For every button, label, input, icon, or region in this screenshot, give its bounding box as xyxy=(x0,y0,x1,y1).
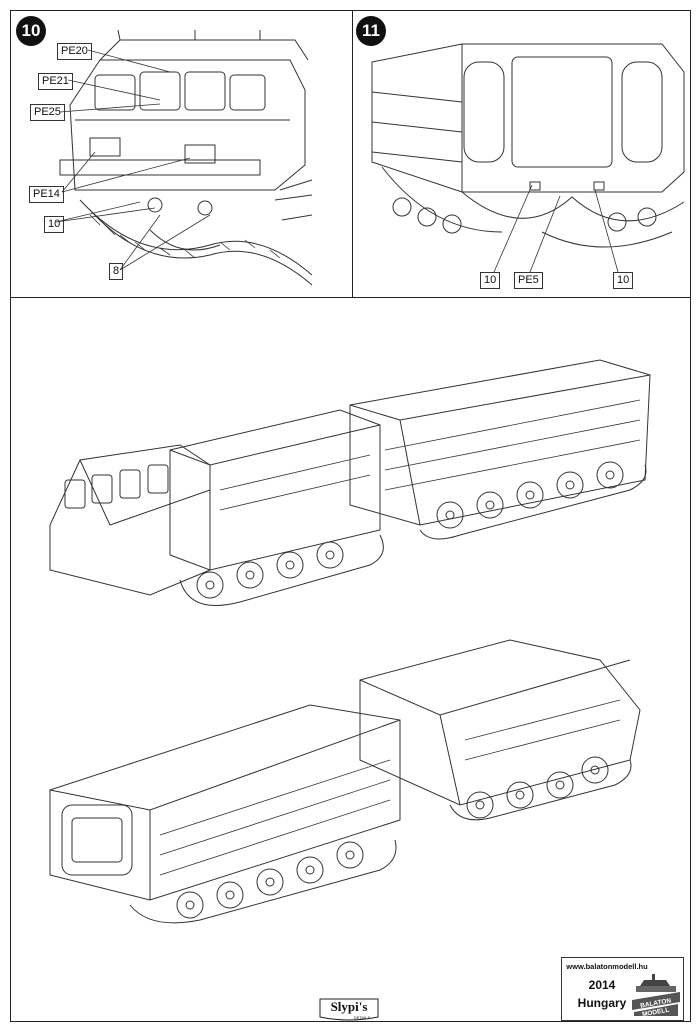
panel-divider-vertical xyxy=(352,10,353,298)
step-11-leader-lines xyxy=(493,184,619,273)
callout-11-10-left: 10 xyxy=(480,272,501,289)
svg-text:MODELL: MODELL xyxy=(642,1007,670,1018)
svg-text:DETAILS: DETAILS xyxy=(354,1015,371,1020)
callout-pe21: PE21 xyxy=(38,73,73,90)
step-11-badge: 11 xyxy=(356,16,386,46)
callout-pe14: PE14 xyxy=(29,186,64,203)
callout-8: 8 xyxy=(109,263,124,280)
slypis-logo-emblem: Slypi's DETAILS xyxy=(319,998,379,1021)
assembled-view-front-three-quarter xyxy=(49,359,651,606)
callout-11-10-right: 10 xyxy=(613,272,634,289)
step-11-vehicle-rear-drawing xyxy=(371,43,685,248)
step-10-leader-lines xyxy=(55,49,211,271)
panel-divider-horizontal xyxy=(10,297,691,298)
svg-text:Slypi's: Slypi's xyxy=(331,999,368,1014)
slypis-logo: Slypi's DETAILS xyxy=(316,993,382,1023)
publisher-url: www.balatonmodell.hu xyxy=(566,962,648,971)
callout-pe25: PE25 xyxy=(30,104,65,121)
assembled-view-rear-three-quarter xyxy=(49,639,641,924)
step-10-badge: 10 xyxy=(16,16,46,46)
page-frame xyxy=(10,10,691,1022)
callout-10: 10 xyxy=(44,216,65,233)
step-10-vehicle-front-drawing xyxy=(59,29,313,286)
publication-year: 2014 xyxy=(588,978,616,992)
tank-logo-icon: BALATON MODELL xyxy=(632,974,680,1018)
publication-country: Hungary xyxy=(577,996,627,1010)
callout-pe5: PE5 xyxy=(514,272,543,289)
callout-pe20: PE20 xyxy=(57,43,92,60)
publisher-info-box: www.balatonmodell.hu 2014 Hungary BALATO… xyxy=(561,957,684,1021)
